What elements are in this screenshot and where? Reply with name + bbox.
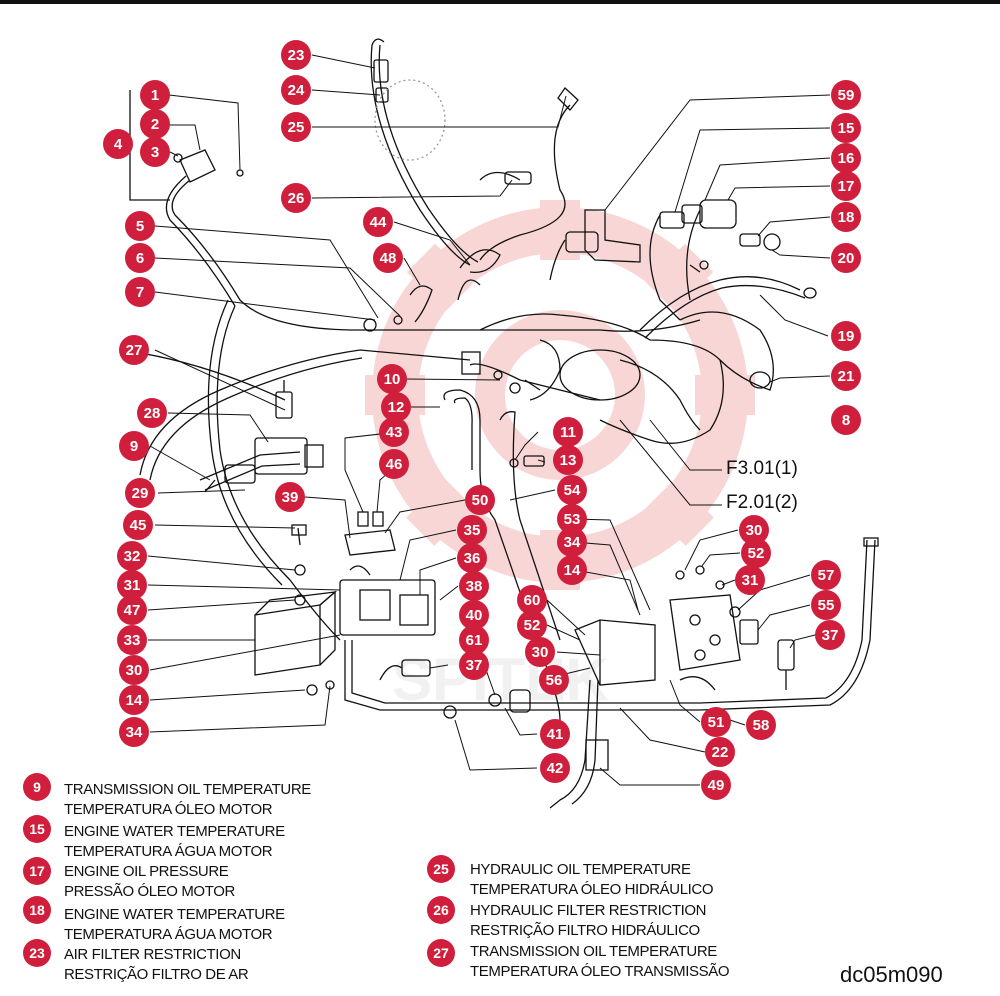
callout-52-right[interactable]: 52 <box>741 538 771 568</box>
callout-54[interactable]: 54 <box>557 475 587 505</box>
legend-line: TEMPERATURA ÓLEO TRANSMISSÃO <box>470 963 730 980</box>
legend-line: ENGINE WATER TEMPERATURE <box>64 906 285 923</box>
callout-19[interactable]: 19 <box>831 321 861 351</box>
callout-22[interactable]: 22 <box>705 737 735 767</box>
callout-32[interactable]: 32 <box>117 541 147 571</box>
callout-56[interactable]: 56 <box>539 665 569 695</box>
top-border <box>0 0 1000 4</box>
callout-7[interactable]: 7 <box>125 277 155 307</box>
legend-line: TRANSMISSION OIL TEMPERATURE <box>470 943 717 960</box>
callout-25[interactable]: 25 <box>281 112 311 142</box>
callout-3[interactable]: 3 <box>140 137 170 167</box>
callout-30[interactable]: 30 <box>119 655 149 685</box>
callout-20[interactable]: 20 <box>831 243 861 273</box>
callout-58[interactable]: 58 <box>746 710 776 740</box>
callout-33[interactable]: 33 <box>117 625 147 655</box>
callout-37-right[interactable]: 37 <box>815 620 845 650</box>
drawing-code: dc05m090 <box>840 962 943 987</box>
callout-27[interactable]: 27 <box>119 335 149 365</box>
callout-34[interactable]: 34 <box>119 717 149 747</box>
callout-8[interactable]: 8 <box>831 405 861 435</box>
callout-42[interactable]: 42 <box>540 753 570 783</box>
callout-5[interactable]: 5 <box>125 211 155 241</box>
legend-line: RESTRIÇÃO FILTRO HIDRÁULICO <box>470 922 700 939</box>
callout-35[interactable]: 35 <box>457 515 487 545</box>
callout-9[interactable]: 9 <box>119 431 149 461</box>
legend-num: 17 <box>23 857 51 885</box>
callout-6[interactable]: 6 <box>125 243 155 273</box>
callout-31-right[interactable]: 31 <box>735 565 765 595</box>
callout-45[interactable]: 45 <box>123 510 153 540</box>
watermark-logo: SPITEK <box>365 200 755 713</box>
callout-55[interactable]: 55 <box>811 590 841 620</box>
callout-36[interactable]: 36 <box>457 543 487 573</box>
legend-line: ENGINE OIL PRESSURE <box>64 863 229 880</box>
callout-49[interactable]: 49 <box>701 770 731 800</box>
callout-28[interactable]: 28 <box>137 398 167 428</box>
legend-line: TRANSMISSION OIL TEMPERATURE <box>64 781 311 798</box>
callout-16[interactable]: 16 <box>831 143 861 173</box>
callout-23[interactable]: 23 <box>281 40 311 70</box>
legend-num: 18 <box>23 896 51 924</box>
legend-num: 27 <box>427 939 455 967</box>
callout-41[interactable]: 41 <box>540 719 570 749</box>
legend-num: 26 <box>427 896 455 924</box>
callout-18[interactable]: 18 <box>831 202 861 232</box>
callout-30-center[interactable]: 30 <box>525 637 555 667</box>
callout-17[interactable]: 17 <box>831 171 861 201</box>
callout-4[interactable]: 4 <box>103 129 133 159</box>
callout-1[interactable]: 1 <box>140 80 170 110</box>
legend-line: HYDRAULIC FILTER RESTRICTION <box>470 902 707 919</box>
callout-14-center[interactable]: 14 <box>557 555 587 585</box>
legend-line: TEMPERATURA ÁGUA MOTOR <box>64 926 273 943</box>
legend-line: TEMPERATURA ÁGUA MOTOR <box>64 843 273 860</box>
legend-num: 23 <box>23 939 51 967</box>
legend-line: AIR FILTER RESTRICTION <box>64 946 241 963</box>
callout-15[interactable]: 15 <box>831 113 861 143</box>
legend-line: HYDRAULIC OIL TEMPERATURE <box>470 861 691 878</box>
legend-line: ENGINE WATER TEMPERATURE <box>64 823 285 840</box>
legend-num: 25 <box>427 855 455 883</box>
callout-29[interactable]: 29 <box>125 478 155 508</box>
callout-46[interactable]: 46 <box>379 449 409 479</box>
callout-48[interactable]: 48 <box>373 243 403 273</box>
legend-num: 9 <box>23 773 51 801</box>
callout-44[interactable]: 44 <box>363 207 393 237</box>
callout-47[interactable]: 47 <box>117 595 147 625</box>
callout-34-center[interactable]: 34 <box>557 527 587 557</box>
callout-10[interactable]: 10 <box>377 364 407 394</box>
callout-21[interactable]: 21 <box>831 361 861 391</box>
callout-57[interactable]: 57 <box>811 560 841 590</box>
leader-lines <box>130 54 831 786</box>
legend-line: TEMPERATURA ÓLEO MOTOR <box>64 801 273 818</box>
callout-50[interactable]: 50 <box>465 485 495 515</box>
callout-2[interactable]: 2 <box>140 109 170 139</box>
callout-43[interactable]: 43 <box>379 417 409 447</box>
callout-39[interactable]: 39 <box>275 482 305 512</box>
callout-11[interactable]: 11 <box>553 417 583 447</box>
figure-ref-f2: F2.01(2) <box>726 492 798 513</box>
callout-59[interactable]: 59 <box>831 80 861 110</box>
callout-13[interactable]: 13 <box>553 445 583 475</box>
figure-ref-f3: F3.01(1) <box>726 458 798 479</box>
legend-line: PRESSÃO ÓLEO MOTOR <box>64 883 235 900</box>
legend-line: RESTRIÇÃO FILTRO DE AR <box>64 966 249 983</box>
callout-37-left[interactable]: 37 <box>459 650 489 680</box>
callout-24[interactable]: 24 <box>281 75 311 105</box>
callout-26[interactable]: 26 <box>281 183 311 213</box>
callout-53[interactable]: 53 <box>557 504 587 534</box>
callout-52-center[interactable]: 52 <box>517 610 547 640</box>
callout-51[interactable]: 51 <box>701 707 731 737</box>
callout-14[interactable]: 14 <box>119 685 149 715</box>
legend-line: TEMPERATURA ÓLEO HIDRÁULICO <box>470 881 714 898</box>
callout-38[interactable]: 38 <box>459 571 489 601</box>
legend-num: 15 <box>23 815 51 843</box>
